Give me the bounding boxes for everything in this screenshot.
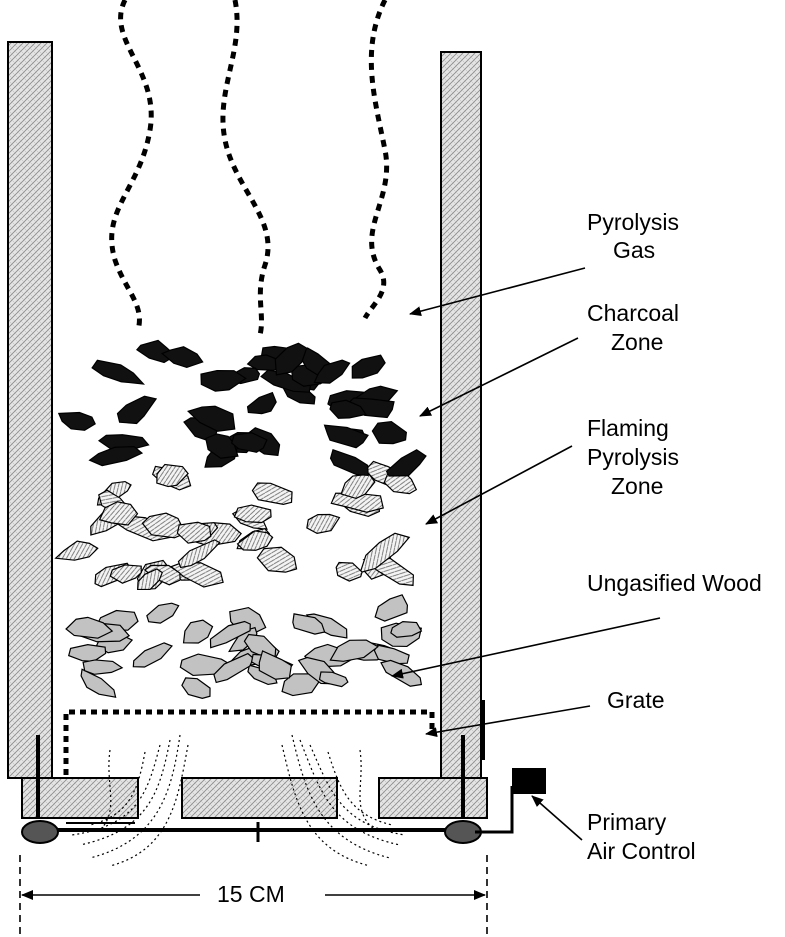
flaming-piece-icon	[359, 532, 411, 574]
grate-arrow	[425, 705, 591, 738]
flaming-piece-icon	[251, 482, 293, 505]
flaming-piece-icon	[176, 521, 212, 544]
flaming-zone-label-line3: Zone	[611, 473, 664, 499]
flaming-piece-icon	[141, 512, 187, 539]
dimension-line	[19, 855, 488, 937]
wood-piece-icon	[65, 616, 114, 639]
wood-piece-icon	[146, 602, 180, 624]
right-wall	[440, 51, 482, 779]
wood-piece-icon	[80, 668, 117, 698]
charcoal-zone-label-line1: Charcoal	[587, 300, 680, 326]
charcoal-piece-icon	[160, 346, 204, 369]
charcoal-zone-label-line2: Zone	[611, 329, 664, 355]
flaming-piece-icon	[256, 546, 298, 573]
charcoal-piece-icon	[371, 420, 407, 445]
charcoal-piece-icon	[323, 424, 369, 449]
charcoal-piece-icon	[329, 448, 369, 477]
flaming-piece-icon	[54, 540, 99, 561]
flaming-piece-icon	[383, 471, 418, 495]
charcoal-piece-icon	[231, 432, 268, 453]
charcoal-piece-icon	[351, 354, 386, 379]
flaming-piece-icon	[177, 539, 221, 569]
charcoal-piece-icon	[91, 359, 145, 385]
flaming-piece-icon	[98, 501, 139, 526]
primary-air-arrow	[531, 795, 583, 841]
flaming-piece-icon	[109, 564, 142, 584]
air-flow-icon	[99, 749, 112, 831]
wood-piece-icon	[318, 671, 349, 688]
label-leaders	[391, 267, 661, 841]
ungasified-wood-label: Ungasified Wood	[587, 570, 762, 596]
flaming-piece-icon	[233, 504, 272, 524]
wood-piece-icon	[390, 621, 423, 638]
grate	[63, 709, 435, 775]
air-flow-icon	[89, 751, 146, 826]
air-valve-icon	[512, 768, 546, 794]
charcoal-piece-icon	[313, 359, 351, 384]
air-flow-icon	[291, 734, 391, 859]
pyrolysis-gas-wisps	[109, 0, 389, 336]
flaming-piece-icon	[169, 562, 224, 588]
air-flow-icon	[299, 739, 401, 846]
charcoal-piece-icon	[200, 369, 247, 392]
wood-piece-icon	[329, 639, 380, 662]
air-flow-icon	[89, 734, 181, 859]
wood-piece-icon	[132, 642, 173, 668]
flaming-piece-icon	[335, 561, 363, 582]
flaming-piece-icon	[306, 513, 341, 534]
wood-piece-icon	[182, 619, 214, 644]
wood-piece-icon	[292, 613, 326, 635]
flaming-piece-icon	[156, 463, 189, 488]
charcoal-piece-icon	[246, 391, 277, 415]
wood-piece-icon	[258, 650, 292, 680]
wood-piece-icon	[181, 677, 211, 699]
flaming-zone-label-line2: Pyrolysis	[587, 444, 680, 470]
primary-air-control-label-line2: Air Control	[587, 838, 696, 864]
charcoal-piece-icon	[116, 395, 158, 425]
pyrolysis-gas-arrow	[409, 267, 586, 317]
grate-label: Grate	[607, 687, 665, 713]
dimension-label: 15 CM	[217, 881, 285, 907]
left-knob	[21, 820, 59, 844]
air-control-assembly	[21, 700, 546, 844]
ungasified-wood-layer	[65, 594, 423, 699]
charcoal-piece-icon	[57, 411, 96, 431]
pyrolysis-gas-label-line2: Gas	[613, 237, 656, 263]
charcoal-piece-icon	[329, 399, 367, 419]
air-flow-icon	[309, 744, 406, 836]
flaming-piece-icon	[236, 530, 274, 551]
wood-piece-icon	[213, 652, 255, 684]
flaming-zone-label-line1: Flaming	[587, 415, 669, 441]
wood-piece-icon	[209, 620, 251, 649]
flaming-piece-icon	[137, 568, 163, 591]
charcoal-piece-icon	[274, 342, 308, 376]
pyrolysis-gas-label-line1: Pyrolysis	[587, 209, 680, 235]
ungasified-wood-arrow	[391, 617, 661, 679]
air-flow-icon	[359, 749, 376, 831]
gasifier-walls	[7, 41, 488, 819]
air-flow-icon	[327, 751, 393, 826]
charcoal-zone-arrow	[419, 337, 579, 417]
base-block-right	[378, 777, 488, 819]
charcoal-layer	[57, 339, 427, 477]
base-block-center	[181, 777, 338, 819]
flaming-zone-arrow	[425, 445, 573, 525]
gas-wisp-icon	[362, 0, 389, 320]
gas-wisp-icon	[109, 0, 154, 331]
wood-piece-icon	[374, 594, 409, 622]
charcoal-piece-icon	[88, 445, 144, 467]
gas-wisp-icon	[220, 0, 271, 336]
charcoal-piece-icon	[187, 405, 236, 432]
primary-air-control-label-line1: Primary	[587, 809, 667, 835]
flaming-pyrolysis-layer	[54, 460, 418, 591]
wood-piece-icon	[82, 659, 124, 675]
charcoal-piece-icon	[385, 449, 427, 477]
flaming-piece-icon	[330, 492, 384, 513]
air-control-lever	[475, 786, 514, 834]
left-wall	[7, 41, 53, 779]
